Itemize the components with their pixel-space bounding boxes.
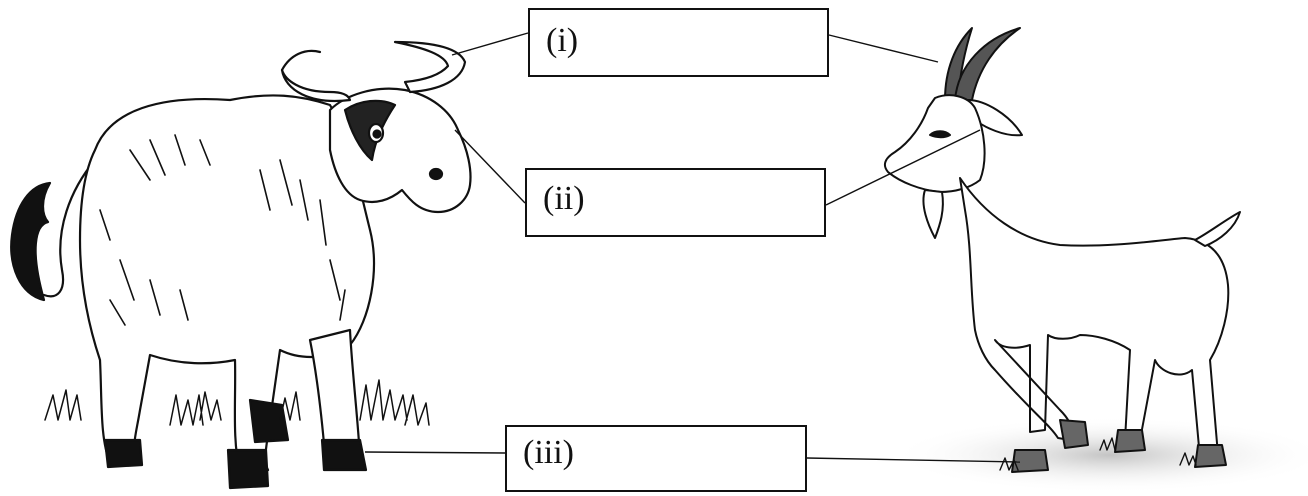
buffalo-hoof-mid <box>248 398 290 444</box>
goat-illustration <box>883 27 1241 473</box>
goat-ground-shadow <box>890 417 1308 493</box>
buffalo-horn-right <box>393 40 467 94</box>
label-iii-text: (iii) <box>523 434 574 471</box>
buffalo-hoof-front <box>320 438 368 472</box>
leader-i-goat <box>828 34 939 63</box>
buffalo-shading <box>99 134 346 326</box>
leader-iii-goat <box>806 457 1021 463</box>
buffalo-tail-tuft <box>10 181 52 302</box>
goat-hoof-4 <box>1059 419 1089 449</box>
label-i-text: (i) <box>546 22 579 59</box>
buffalo-illustration <box>10 40 472 490</box>
buffalo-nostril <box>428 167 444 181</box>
label-box-ii[interactable]: (ii) <box>525 168 826 237</box>
goat-beard <box>922 189 944 239</box>
leader-iii-buffalo <box>364 451 506 454</box>
buffalo-tail <box>42 158 97 298</box>
leader-ii-buffalo <box>454 129 526 204</box>
goat-hoof-2 <box>1114 429 1146 453</box>
goat-horn-front <box>954 27 1021 101</box>
buffalo-pupil <box>372 129 382 139</box>
buffalo-front-leg <box>308 328 362 460</box>
buffalo-horn-left-curve <box>280 49 322 72</box>
label-ii-text: (ii) <box>543 180 585 217</box>
goat-tail <box>1194 211 1241 247</box>
goat-hoof-3 <box>1194 444 1227 468</box>
leader-lines <box>364 32 1021 463</box>
goat-head <box>883 94 986 193</box>
goat-body <box>959 177 1230 459</box>
buffalo-horn-left <box>280 68 352 103</box>
buffalo-hoof-back-left <box>103 438 144 469</box>
goat-eye <box>929 130 951 139</box>
label-box-iii[interactable]: (iii) <box>505 425 807 492</box>
buffalo-hoof-back-right <box>226 448 270 490</box>
leader-i-buffalo <box>451 32 529 56</box>
leader-ii-goat <box>825 129 981 206</box>
label-box-i[interactable]: (i) <box>528 8 829 77</box>
goat-hoof-1 <box>1011 449 1049 473</box>
buffalo-grass <box>44 379 430 426</box>
